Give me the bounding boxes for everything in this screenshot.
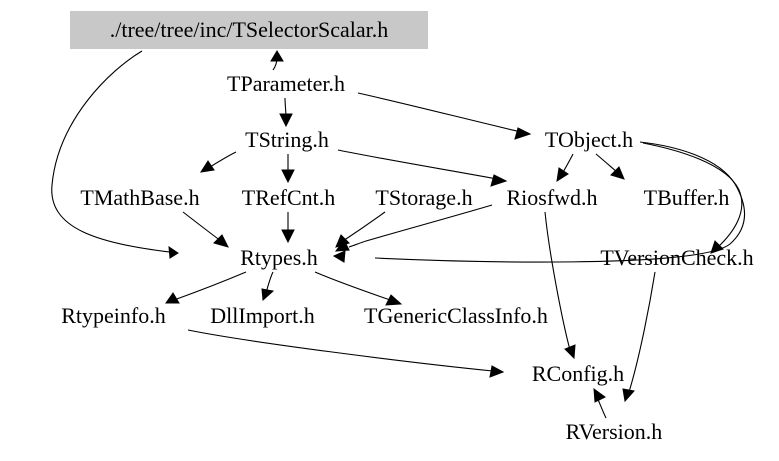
graph-node-tstorage[interactable]: TStorage.h bbox=[375, 185, 473, 210]
graph-edge bbox=[334, 204, 493, 252]
graph-node-tparameter[interactable]: TParameter.h bbox=[227, 71, 345, 96]
graph-node-dllimport[interactable]: DllImport.h bbox=[210, 303, 315, 328]
graph-edge bbox=[622, 271, 656, 403]
edge-arrowhead bbox=[490, 174, 508, 187]
edge-arrowhead bbox=[261, 288, 275, 302]
graph-edge bbox=[337, 149, 508, 187]
edge-arrowhead bbox=[168, 246, 179, 259]
edge-arrowhead bbox=[593, 387, 606, 403]
graph-edge bbox=[281, 154, 295, 184]
graph-edge bbox=[187, 329, 505, 378]
graph-edge bbox=[281, 212, 295, 244]
graph-edge bbox=[357, 92, 532, 140]
graph-edge bbox=[314, 271, 403, 306]
graph-node-trefcnt[interactable]: TRefCnt.h bbox=[241, 185, 336, 210]
graph-edge bbox=[332, 141, 746, 263]
edge-arrowhead bbox=[281, 229, 295, 244]
graph-edge bbox=[165, 271, 247, 304]
graph-node-tversioncheck[interactable]: TVersionCheck.h bbox=[600, 245, 754, 270]
edge-arrowhead bbox=[710, 240, 724, 254]
edge-arrowhead bbox=[489, 365, 505, 378]
graph-node-tobject[interactable]: TObject.h bbox=[544, 127, 634, 152]
edge-arrowhead bbox=[270, 50, 284, 62]
graph-node-rversion[interactable]: RVersion.h bbox=[565, 419, 663, 444]
edge-arrowhead bbox=[564, 344, 576, 360]
graph-node-tmathbase[interactable]: TMathBase.h bbox=[80, 185, 200, 210]
edge-arrowhead bbox=[622, 388, 635, 403]
edge-arrowhead bbox=[385, 294, 403, 306]
edge-arrowhead bbox=[610, 166, 625, 180]
graph-edge bbox=[261, 271, 275, 302]
graph-node-tbuffer[interactable]: TBuffer.h bbox=[643, 185, 730, 210]
edge-arrowhead bbox=[165, 292, 180, 304]
graph-edge bbox=[51, 50, 179, 259]
edge-arrowhead bbox=[279, 113, 293, 128]
graph-edge bbox=[544, 211, 576, 360]
edge-arrowhead bbox=[556, 167, 569, 183]
graph-node-tgenericclassinfo[interactable]: TGenericClassInfo.h bbox=[364, 303, 548, 328]
graph-edge bbox=[595, 153, 625, 180]
graph-node-tselectorscalar[interactable]: ./tree/tree/inc/TSelectorScalar.h bbox=[70, 11, 428, 49]
edge-arrowhead bbox=[199, 160, 215, 173]
graph-edge bbox=[593, 387, 607, 419]
edge-arrowhead bbox=[514, 127, 532, 140]
graph-node-rtypeinfo[interactable]: Rtypeinfo.h bbox=[61, 303, 166, 328]
edge-arrowhead bbox=[334, 239, 350, 252]
graph-edge bbox=[182, 211, 229, 248]
graph-edge bbox=[270, 50, 284, 71]
edge-arrowhead bbox=[332, 250, 346, 263]
edge-arrowhead bbox=[213, 234, 229, 248]
graph-edge bbox=[199, 151, 237, 173]
edge-arrowhead bbox=[281, 169, 295, 184]
graph-node-rconfig[interactable]: RConfig.h bbox=[531, 361, 625, 386]
graph-edge bbox=[642, 142, 743, 254]
graph-edge bbox=[279, 97, 293, 128]
graph-node-rtypes[interactable]: Rtypes.h bbox=[240, 245, 318, 270]
graph-edge bbox=[556, 153, 574, 183]
graph-node-riosfwd[interactable]: Riosfwd.h bbox=[506, 185, 598, 210]
graph-node-tstring[interactable]: TString.h bbox=[245, 127, 329, 152]
